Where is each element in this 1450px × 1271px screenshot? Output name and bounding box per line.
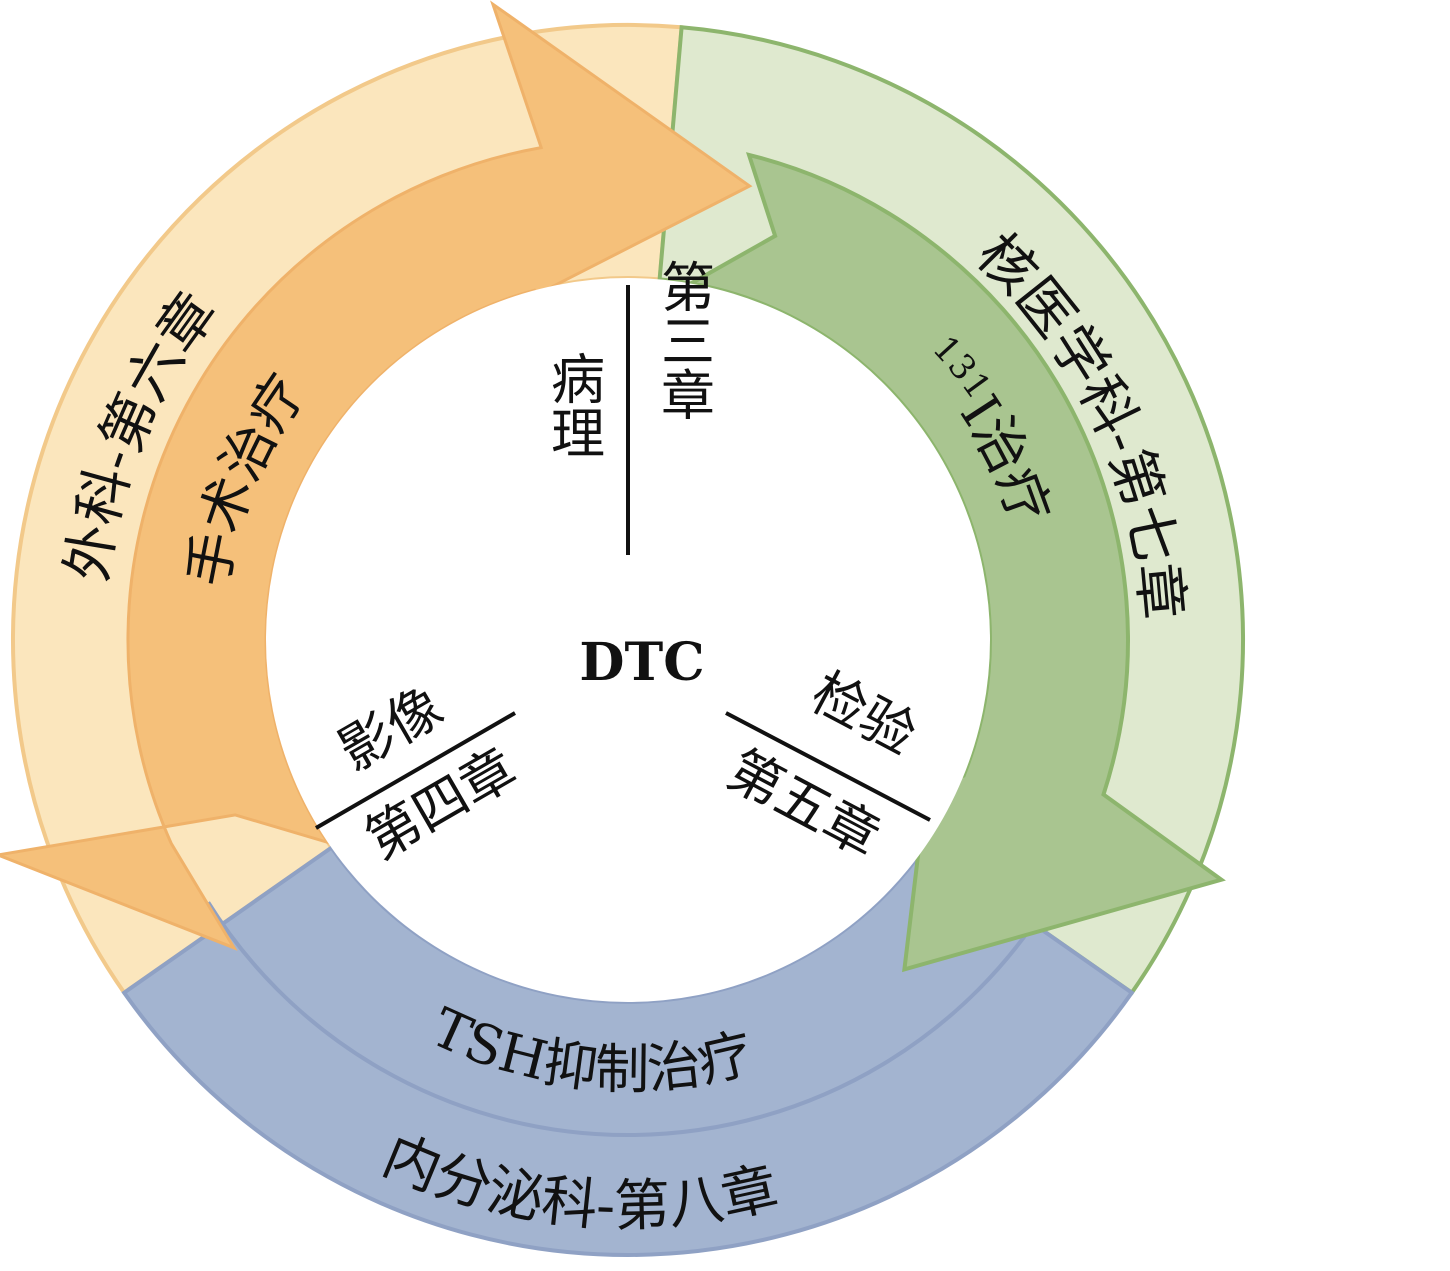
- section-pathology: 病理 第三章: [542, 259, 715, 459]
- pathology-name: 病理: [542, 351, 605, 459]
- center-label: DTC: [579, 632, 704, 693]
- center-circle: [266, 278, 990, 1002]
- divider-lab: [725, 711, 931, 822]
- divider-imaging: [314, 711, 517, 830]
- endocrine-band-divider: [206, 901, 1050, 1137]
- pathology-chapter: 第三章: [652, 259, 715, 421]
